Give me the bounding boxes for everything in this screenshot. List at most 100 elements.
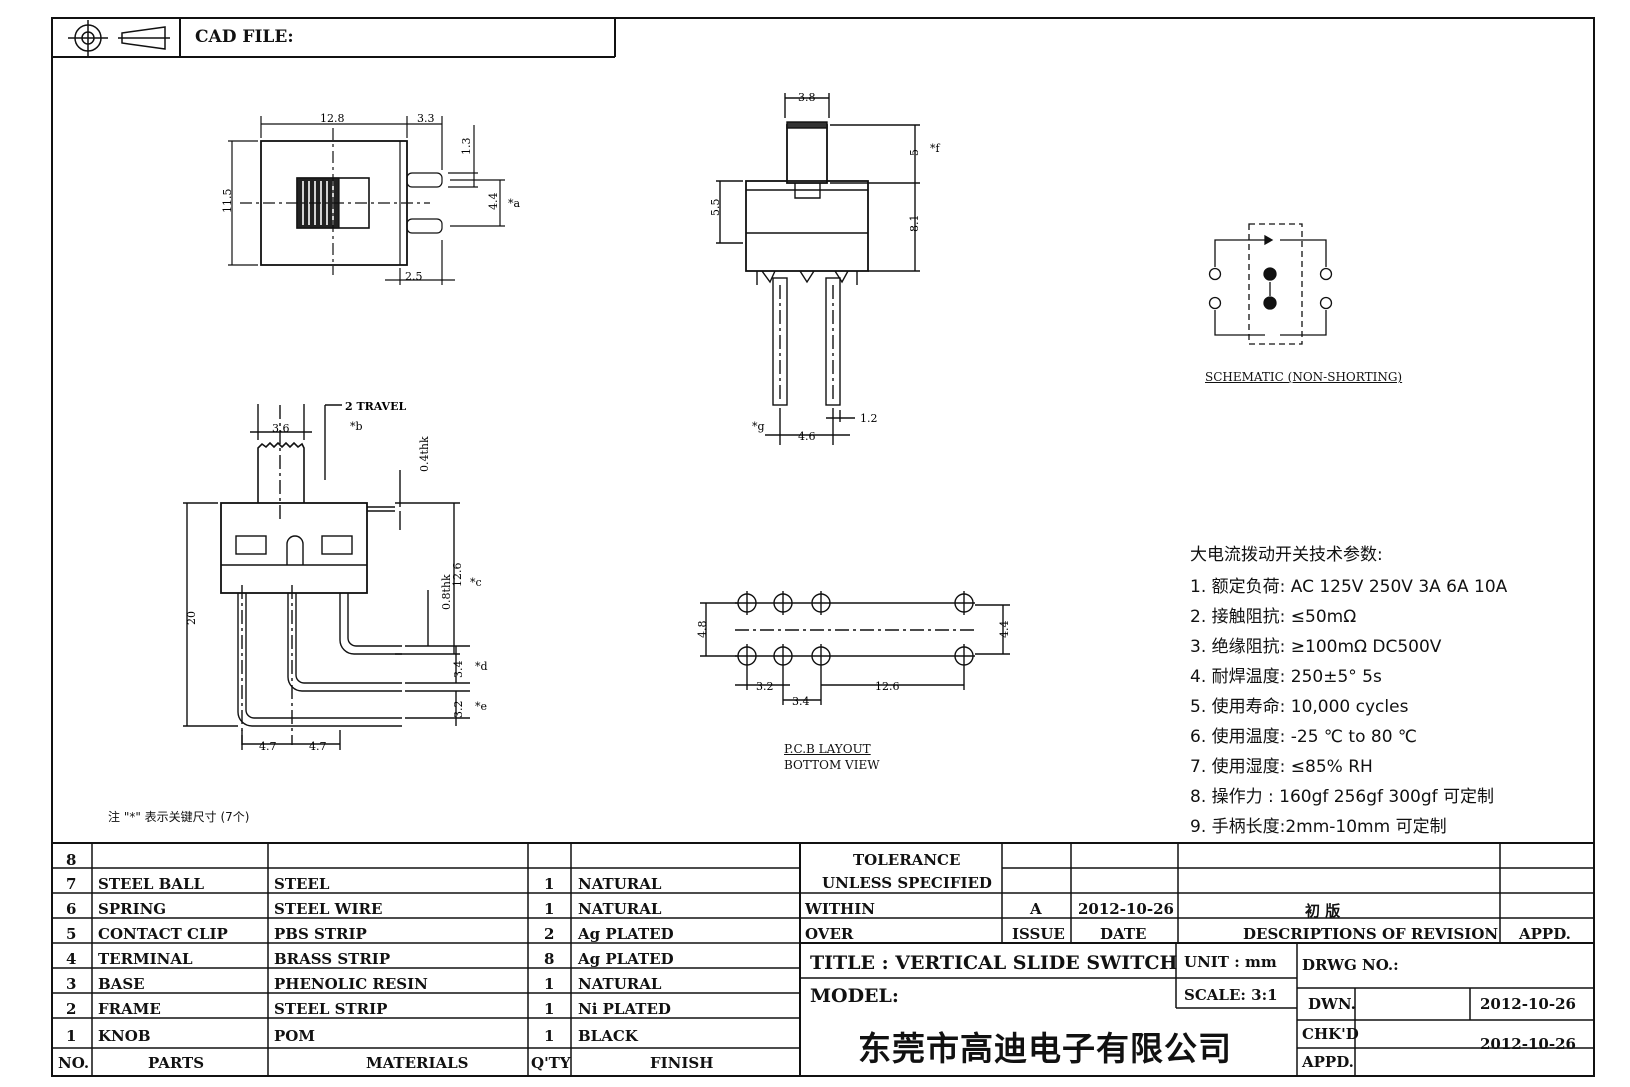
part-material: BRASS STRIP	[274, 950, 391, 968]
side-dim-0-8thk: 0.8thk	[440, 574, 453, 610]
front-dim-8-1: 8.1	[908, 215, 921, 233]
part-no: 2	[66, 1000, 77, 1018]
header-parts: PARTS	[148, 1054, 205, 1072]
side-dim-3-6: 3.6	[272, 422, 290, 435]
spec-item: 7. 使用湿度: ≤85% RH	[1190, 757, 1373, 777]
pcb-dim-12-6: 12.6	[875, 680, 900, 693]
over-label: OVER	[805, 925, 854, 943]
part-material: STEEL WIRE	[274, 900, 383, 918]
part-material: STEEL STRIP	[274, 1000, 388, 1018]
header-materials: MATERIALS	[366, 1054, 469, 1072]
front-view	[716, 93, 920, 445]
side-dim-20: 20	[185, 611, 198, 625]
top-dim-1-3: 1.3	[460, 138, 473, 156]
pcb-dim-3-4: 3.4	[792, 695, 810, 708]
unless-specified-label: UNLESS SPECIFIED	[822, 874, 992, 892]
cad-file-label: CAD FILE:	[195, 27, 294, 47]
appd-label: APPD.	[1519, 925, 1571, 943]
spec-item: 3. 绝缘阻抗: ≥100mΩ DC500V	[1190, 637, 1442, 657]
pcb-bottom-view-label: BOTTOM VIEW	[784, 758, 880, 772]
part-qty: 8	[544, 950, 555, 968]
part-name: BASE	[98, 975, 145, 993]
part-no: 4	[66, 950, 77, 968]
side-dim-e: *e	[475, 700, 487, 713]
part-qty: 1	[544, 975, 555, 993]
side-dim-12-6: 12.6	[451, 563, 464, 588]
chkd-date: 2012-10-26	[1480, 1035, 1576, 1053]
spec-item: 9. 手柄长度:2mm-10mm 可定制	[1190, 817, 1447, 837]
side-dim-4-7a: 4.7	[259, 740, 277, 753]
part-finish: Ag PLATED	[578, 950, 674, 968]
part-qty: 1	[544, 1027, 555, 1045]
spec-item: 1. 额定负荷: AC 125V 250V 3A 6A 10A	[1190, 577, 1508, 597]
side-dim-4-7b: 4.7	[309, 740, 327, 753]
part-name: TERMINAL	[98, 950, 193, 968]
dwn-label: DWN.	[1308, 995, 1356, 1013]
front-dim-5: 5	[908, 149, 921, 156]
chkd-label: CHK'D	[1302, 1025, 1359, 1043]
projection-symbol-icon	[68, 20, 170, 56]
side-dim-b: *b	[350, 420, 363, 433]
key-dimension-note: 注 "*" 表示关键尺寸 (7个)	[108, 810, 250, 824]
company-name: 东莞市高迪电子有限公司	[858, 1029, 1232, 1068]
descriptions-label: DESCRIPTIONS OF REVISION	[1243, 925, 1499, 943]
front-dim-g: *g	[752, 420, 765, 433]
part-name: SPRING	[98, 900, 167, 918]
part-finish: BLACK	[578, 1027, 638, 1045]
spec-item: 5. 使用寿命: 10,000 cycles	[1190, 697, 1409, 717]
front-dim-1-2: 1.2	[860, 412, 878, 425]
part-name: KNOB	[98, 1027, 151, 1045]
spec-item: 4. 耐焊温度: 250±5° 5s	[1190, 667, 1382, 687]
front-dim-3-8: 3.8	[798, 91, 816, 104]
part-qty: 1	[544, 875, 555, 893]
within-label: WITHIN	[805, 900, 875, 918]
specs-title: 大电流拨动开关技术参数:	[1190, 545, 1383, 565]
top-view	[228, 116, 505, 285]
part-qty: 1	[544, 900, 555, 918]
part-name: STEEL BALL	[98, 875, 205, 893]
side-dim-c: *c	[470, 576, 482, 589]
pcb-dim-3-2: 3.2	[756, 680, 774, 693]
header-finish: FINISH	[650, 1054, 714, 1072]
part-no: 3	[66, 975, 77, 993]
part-material: POM	[274, 1027, 315, 1045]
side-dim-d: *d	[475, 660, 488, 673]
dwn-date: 2012-10-26	[1480, 995, 1576, 1013]
date-value: 2012-10-26	[1078, 900, 1174, 918]
schematic	[1208, 223, 1333, 345]
spec-item: 8. 操作力 : 160gf 256gf 300gf 可定制	[1190, 787, 1495, 807]
part-no: 8	[66, 851, 77, 869]
unit-label: UNIT : mm	[1184, 953, 1277, 971]
top-dim-4-4: 4.4	[487, 193, 500, 211]
spec-item: 2. 接触阻抗: ≤50mΩ	[1190, 607, 1357, 627]
issue-label: ISSUE	[1012, 925, 1065, 943]
spec-item: 6. 使用温度: -25 ℃ to 80 ℃	[1190, 727, 1418, 747]
front-dim-5-5: 5.5	[709, 199, 722, 217]
top-dim-3-3: 3.3	[417, 112, 435, 125]
date-label: DATE	[1100, 925, 1147, 943]
scale-label: SCALE: 3:1	[1184, 986, 1278, 1004]
part-no: 7	[66, 875, 77, 893]
part-qty: 1	[544, 1000, 555, 1018]
part-finish: NATURAL	[578, 900, 662, 918]
side-dim-0-4thk: 0.4thk	[418, 436, 431, 472]
side-dim-3-4: 3.4	[452, 661, 465, 679]
header-no: NO.	[58, 1054, 90, 1072]
front-dim-f: *f	[930, 142, 941, 155]
pcb-layout	[700, 591, 1010, 705]
part-finish: Ni PLATED	[578, 1000, 671, 1018]
part-no: 1	[66, 1027, 77, 1045]
top-dim-12-8: 12.8	[320, 112, 345, 125]
schematic-label: SCHEMATIC (NON-SHORTING)	[1205, 370, 1403, 384]
header-qty: Q'TY	[531, 1054, 571, 1072]
part-finish: NATURAL	[578, 975, 662, 993]
part-qty: 2	[544, 925, 555, 943]
appd2-label: APPD.	[1302, 1053, 1354, 1071]
pcb-layout-label: P.C.B LAYOUT	[784, 742, 871, 756]
top-dim-11-5: 11.5	[221, 189, 234, 214]
part-no: 5	[66, 925, 77, 943]
part-no: 6	[66, 900, 77, 918]
pcb-dim-4-4: 4.4	[998, 621, 1011, 639]
part-finish: Ag PLATED	[578, 925, 674, 943]
